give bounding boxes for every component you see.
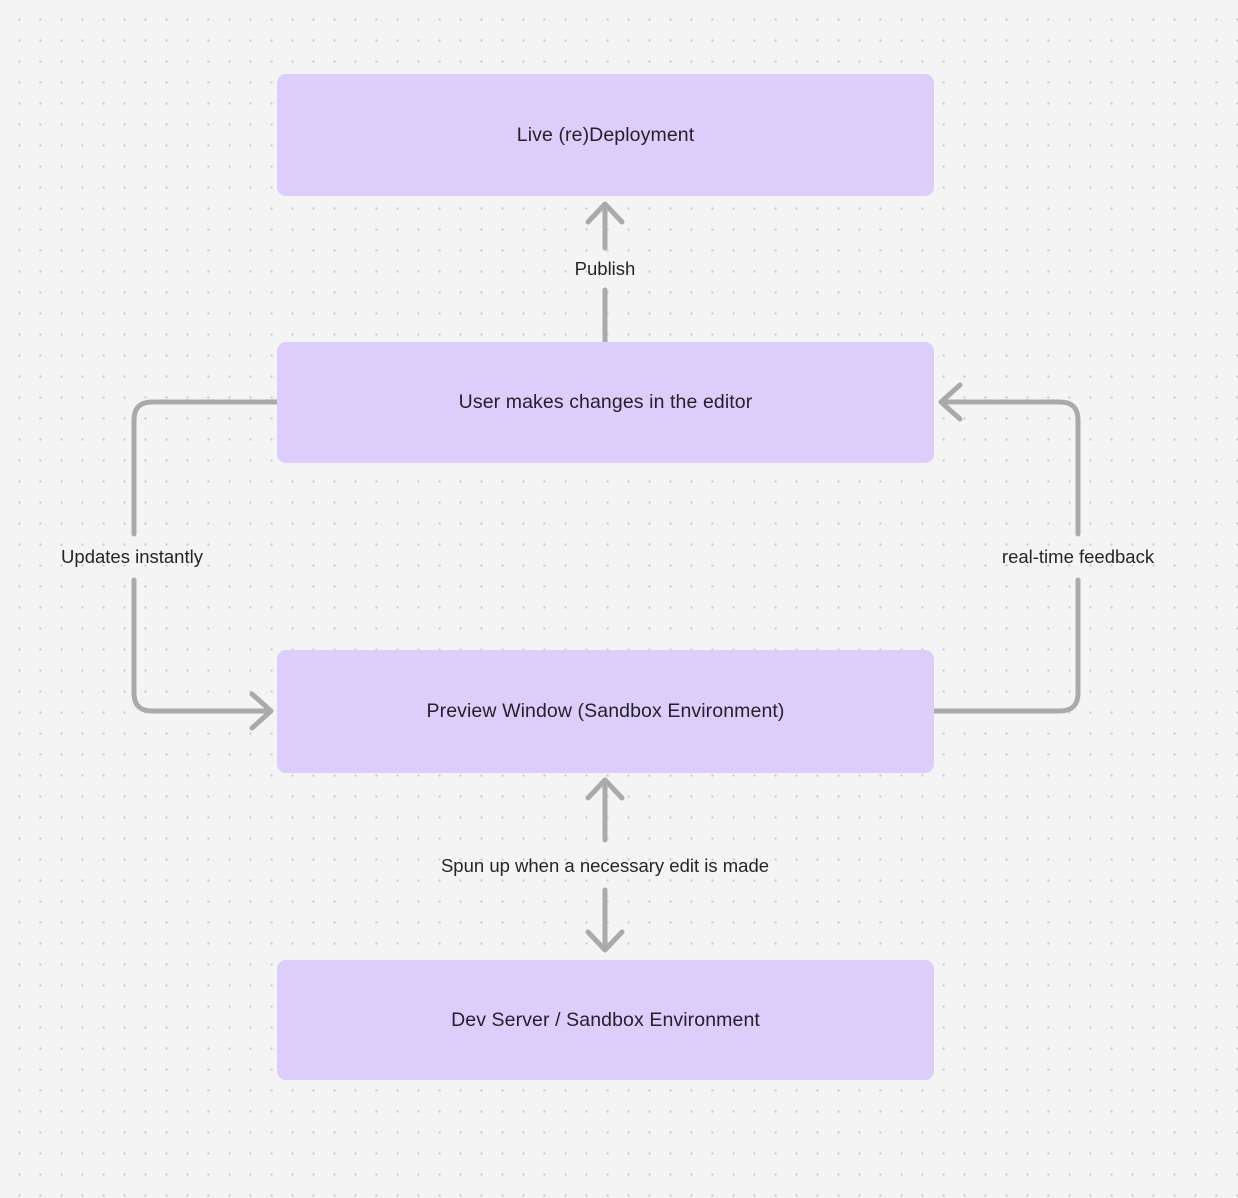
arrowhead-up-icon bbox=[585, 201, 625, 225]
edge-label-real-time-feedback: real-time feedback bbox=[1001, 546, 1155, 567]
edge-publish bbox=[585, 201, 625, 345]
edge-updates-instantly bbox=[131, 399, 280, 731]
node-label: Dev Server / Sandbox Environment bbox=[451, 1008, 760, 1031]
edge-label-publish: Publish bbox=[574, 258, 636, 279]
node-label: User makes changes in the editor bbox=[458, 391, 753, 414]
edge-label-updates-instantly: Updates instantly bbox=[61, 546, 203, 567]
node-user-edits[interactable]: User makes changes in the editor bbox=[277, 342, 934, 463]
arrowhead-up-icon bbox=[585, 777, 625, 801]
edge-real-time-feedback bbox=[931, 382, 1081, 714]
node-preview-window[interactable]: Preview Window (Sandbox Environment) bbox=[277, 650, 934, 773]
node-label: Preview Window (Sandbox Environment) bbox=[426, 700, 785, 723]
arrowhead-left-icon bbox=[938, 382, 963, 422]
arrowhead-down-icon bbox=[585, 929, 625, 953]
node-dev-server[interactable]: Dev Server / Sandbox Environment bbox=[277, 960, 934, 1080]
node-live-deployment[interactable]: Live (re)Deployment bbox=[277, 74, 934, 196]
edge-label-spun-up: Spun up when a necessary edit is made bbox=[440, 855, 770, 876]
arrowhead-right-icon bbox=[249, 691, 274, 731]
node-label: Live (re)Deployment bbox=[516, 123, 695, 146]
edge-spun-up bbox=[585, 777, 625, 953]
